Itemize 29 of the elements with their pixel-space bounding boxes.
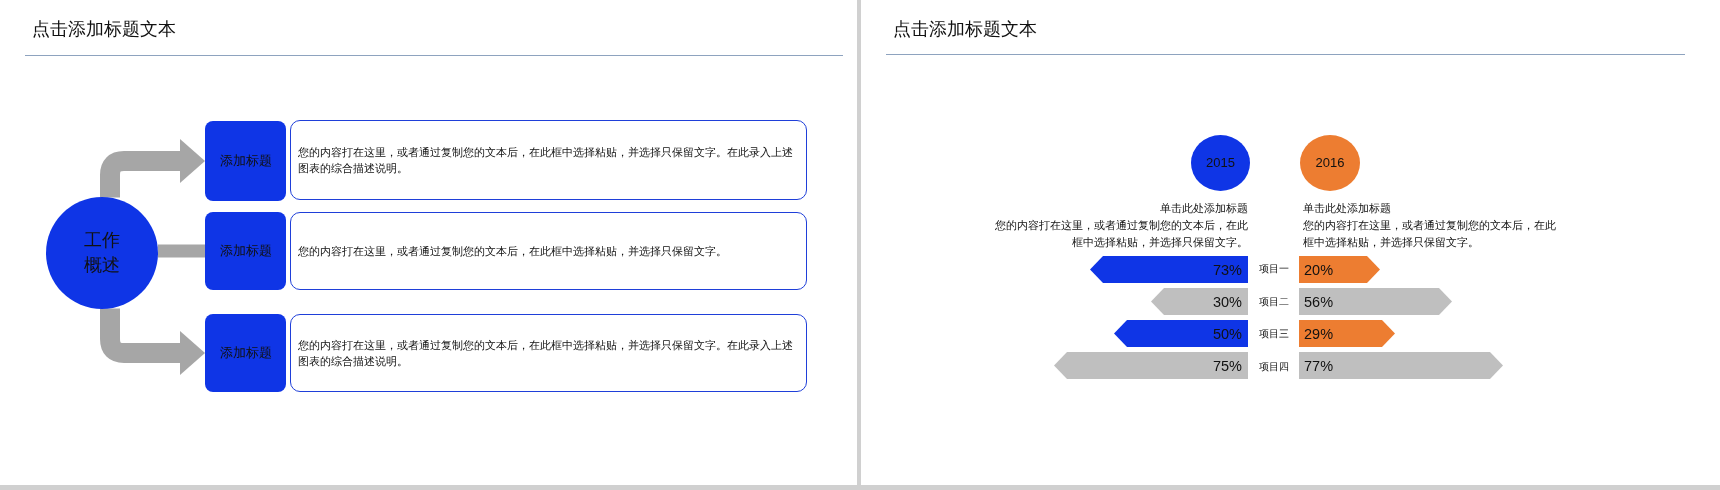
year-circle: 2016 (1300, 135, 1360, 191)
value-bar: 73% (1090, 256, 1248, 283)
value-bar: 20% (1299, 256, 1380, 283)
title-box: 添加标题 (205, 212, 286, 290)
year-circle: 2015 (1191, 135, 1250, 191)
text-box: 您的内容打在这里，或者通过复制您的文本后，在此框中选择粘贴，并选择只保留文字。在此录入上述图表的综合描述说明。 (290, 120, 807, 200)
slide-title: 点击添加标题文本 (32, 18, 176, 41)
value-bar: 29% (1299, 320, 1395, 347)
category-label: 项目三 (1258, 327, 1289, 341)
title-box: 添加标题 (205, 314, 286, 392)
category-label: 项目一 (1258, 262, 1289, 276)
value-bar: 50% (1114, 320, 1248, 347)
arrow (100, 139, 205, 198)
body-text: 您的内容打在这里，或者通过复制您的文本后，在此框中选择粘贴，并选择只保留文字。 (994, 218, 1248, 250)
heading-text: 单击此处添加标题 (1160, 201, 1248, 216)
value-bar: 77% (1299, 352, 1503, 379)
text-box: 您的内容打在这里，或者通过复制您的文本后，在此框中选择粘贴，并选择只保留文字。 (290, 212, 807, 290)
category-label: 项目二 (1258, 295, 1289, 309)
category-label: 项目四 (1258, 360, 1289, 374)
text-box: 您的内容打在这里，或者通过复制您的文本后，在此框中选择粘贴，并选择只保留文字。在此录入上述图表的综合描述说明。 (290, 314, 807, 392)
value-bar: 30% (1151, 288, 1248, 315)
heading-text: 单击此处添加标题 (1303, 201, 1391, 216)
slide-title: 点击添加标题文本 (893, 18, 1037, 41)
body-text: 您的内容打在这里，或者通过复制您的文本后，在此框中选择粘贴，并选择只保留文字。 (1303, 218, 1557, 250)
arrow (100, 308, 205, 375)
value-bar: 56% (1299, 288, 1452, 315)
title-box: 添加标题 (205, 121, 286, 201)
topic-circle: 工作概述 (46, 197, 158, 309)
value-bar: 75% (1054, 352, 1248, 379)
